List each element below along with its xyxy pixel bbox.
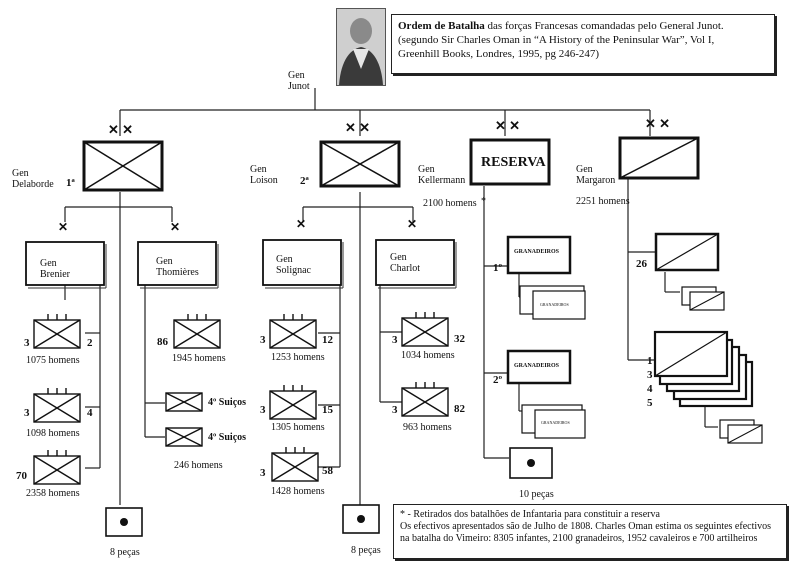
brig1b-marker: ✕ <box>170 220 181 234</box>
brig2a-gen: Gen <box>276 254 293 265</box>
cav-26: 26 <box>636 258 647 270</box>
brig1a-gen: Gen <box>40 258 57 269</box>
div2-gen-name: Loison <box>250 175 278 186</box>
commander-name: Junot <box>288 81 310 92</box>
d2r3-right: 58 <box>322 465 333 477</box>
brig1b-gen: Gen <box>156 256 173 267</box>
reserve-asterisk: * <box>481 196 486 207</box>
regiment-symbol <box>33 388 81 423</box>
swiss-2: 4º Suiços <box>208 432 247 443</box>
d2r4-men: 1034 homens <box>401 350 455 361</box>
brig2a-name: Solignac <box>276 265 311 276</box>
note-line3: na batalha do Vimeiro: 8305 infantes, 21… <box>400 533 758 544</box>
reserve-artillery: 10 peças <box>519 489 554 500</box>
cavalry-marker: ✕ ✕ <box>645 116 671 131</box>
d2r2-left: 3 <box>260 404 266 416</box>
d2r5-men: 963 homens <box>403 422 452 433</box>
reserve-men: 2100 homens <box>423 198 477 209</box>
d1r2-men: 1098 homens <box>26 428 80 439</box>
regiment-symbol <box>33 450 81 485</box>
d1r4-men: 1945 homens <box>172 353 226 364</box>
regiment-symbol <box>173 314 221 349</box>
d2r3-left: 3 <box>260 467 266 479</box>
div2-number: 2ª <box>300 175 309 187</box>
title-line3: Greenhill Books, Londres, 1995, pg 246-2… <box>398 48 600 60</box>
div1-number: 1ª <box>66 177 75 189</box>
regiment-symbol <box>401 312 449 347</box>
note-line1: * - Retirados dos batalhões de Infantari… <box>400 509 660 520</box>
gren2-small-label: GRANADEIROS <box>541 420 570 425</box>
div2-gen: Gen <box>250 164 267 175</box>
brig2a-marker: ✕ <box>296 217 307 231</box>
regiment-symbol <box>269 385 317 420</box>
brig1b-name: Thomières <box>156 267 199 278</box>
cavalry-gen: Gen <box>576 164 593 175</box>
reserve-gen: Gen <box>418 164 435 175</box>
d1r1-left: 3 <box>24 337 30 349</box>
d1r2-left: 3 <box>24 407 30 419</box>
title-bold: Ordem de Batalha <box>398 20 485 32</box>
brig1a-name: Brenier <box>40 269 70 280</box>
d2r1-men: 1253 homens <box>271 352 325 363</box>
div1-marker: ✕ ✕ <box>108 122 134 137</box>
cav-4: 4 <box>647 383 653 395</box>
d2r2-right: 15 <box>322 404 333 416</box>
regiment-symbol <box>33 314 81 349</box>
div1-gen: Gen <box>12 168 29 179</box>
reserve-marker: ✕ ✕ <box>495 118 521 133</box>
d1r2-right: 4 <box>87 407 93 419</box>
cav-3: 3 <box>647 369 653 381</box>
regiment-symbol <box>401 382 449 417</box>
gren2-number: 2º <box>493 374 503 386</box>
d2r5-right: 82 <box>454 403 465 415</box>
swiss-1: 4º Suiços <box>208 397 247 408</box>
brig2b-name: Charlot <box>390 263 420 274</box>
d1r3-left: 70 <box>16 470 27 482</box>
title-line2: (segundo Sir Charles Oman in “A History … <box>398 34 715 46</box>
title-box: Ordem de Batalha das forças Francesas co… <box>391 14 775 74</box>
title-rest: das forças Francesas comandadas pelo Gen… <box>484 20 724 32</box>
regiment-symbol <box>271 447 319 482</box>
div1-artillery: 8 peças <box>110 547 140 558</box>
d2r4-right: 32 <box>454 333 465 345</box>
cavalry-men: 2251 homens <box>576 196 630 207</box>
d2r1-left: 3 <box>260 334 266 346</box>
div2-marker: ✕ ✕ <box>345 120 371 135</box>
d2r4-left: 3 <box>392 334 398 346</box>
swiss-men: 246 homens <box>174 460 223 471</box>
commander-gen: Gen <box>288 70 305 81</box>
d2r5-left: 3 <box>392 404 398 416</box>
div1-gen-name: Delaborde <box>12 179 54 190</box>
regiment-symbol <box>269 314 317 349</box>
d2r2-men: 1305 homens <box>271 422 325 433</box>
cavalry-gen-name: Margaron <box>576 175 616 186</box>
brig2b-gen: Gen <box>390 252 407 263</box>
d2r1-right: 12 <box>322 334 333 346</box>
gren1-label: GRANADEIROS <box>514 249 560 255</box>
note-box: * - Retirados dos batalhões de Infantari… <box>393 504 787 559</box>
d1r1-men: 1075 homens <box>26 355 80 366</box>
div2-artillery: 8 peças <box>351 545 381 556</box>
reserve-label: RESERVA <box>481 155 546 170</box>
d2r3-men: 1428 homens <box>271 486 325 497</box>
cav-5: 5 <box>647 397 653 409</box>
note-line2: Os efectivos apresentados são de Julho d… <box>400 521 772 532</box>
gren1-small-label: GRANADEIROS <box>540 302 569 307</box>
reserve-gen-name: Kellermann <box>418 175 466 186</box>
junot-portrait <box>336 8 386 86</box>
d1r3-men: 2358 homens <box>26 488 80 499</box>
brig1a-marker: ✕ <box>58 220 69 234</box>
d1r4-left: 86 <box>157 336 168 348</box>
brig2b-marker: ✕ <box>407 217 418 231</box>
gren1-number: 1º <box>493 262 503 274</box>
d1r1-right: 2 <box>87 337 93 349</box>
cav-1: 1 <box>647 355 653 367</box>
gren2-label: GRANADEIROS <box>514 363 560 369</box>
